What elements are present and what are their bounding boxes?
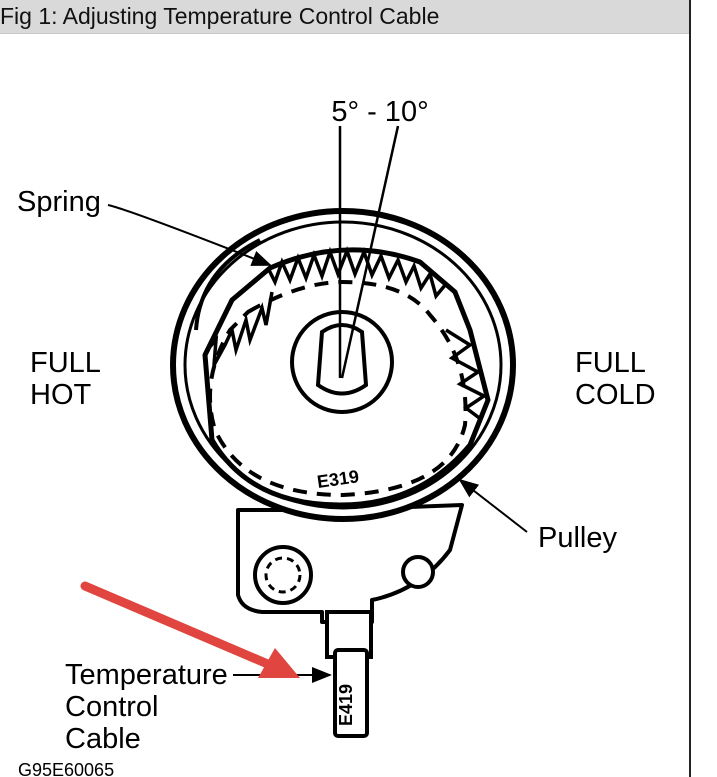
figure-code: G95E60065 xyxy=(18,760,114,777)
bracket-hole-right xyxy=(401,555,435,589)
cable-label-line2: Control xyxy=(65,691,159,723)
sector-plate xyxy=(202,247,491,508)
frame-border xyxy=(689,0,691,777)
cable-label-line1: Temperature xyxy=(65,659,228,691)
spring-coils xyxy=(205,245,488,422)
dashed-track xyxy=(208,279,468,498)
spring-label: Spring xyxy=(17,186,101,218)
bracket-hole-left xyxy=(253,545,313,605)
angle-label: 5° - 10° xyxy=(331,96,428,128)
pulley-label: Pulley xyxy=(538,522,617,554)
center-hub xyxy=(290,310,394,414)
annotation-arrow xyxy=(80,581,300,678)
cable-end: E419 xyxy=(325,610,373,738)
svg-text:E419: E419 xyxy=(336,684,356,726)
angle-indicator-lines xyxy=(338,125,400,379)
caption-bar: Fig 1: Adjusting Temperature Control Cab… xyxy=(0,0,689,34)
full-hot-label-line2: HOT xyxy=(30,379,92,411)
full-hot-label-line1: FULL xyxy=(30,347,101,379)
full-cold-label-line2: COLD xyxy=(575,379,656,411)
cable-label-line3: Cable xyxy=(65,723,141,755)
full-cold-label-line1: FULL xyxy=(575,347,646,379)
figure-caption: Fig 1: Adjusting Temperature Control Cab… xyxy=(0,3,440,29)
